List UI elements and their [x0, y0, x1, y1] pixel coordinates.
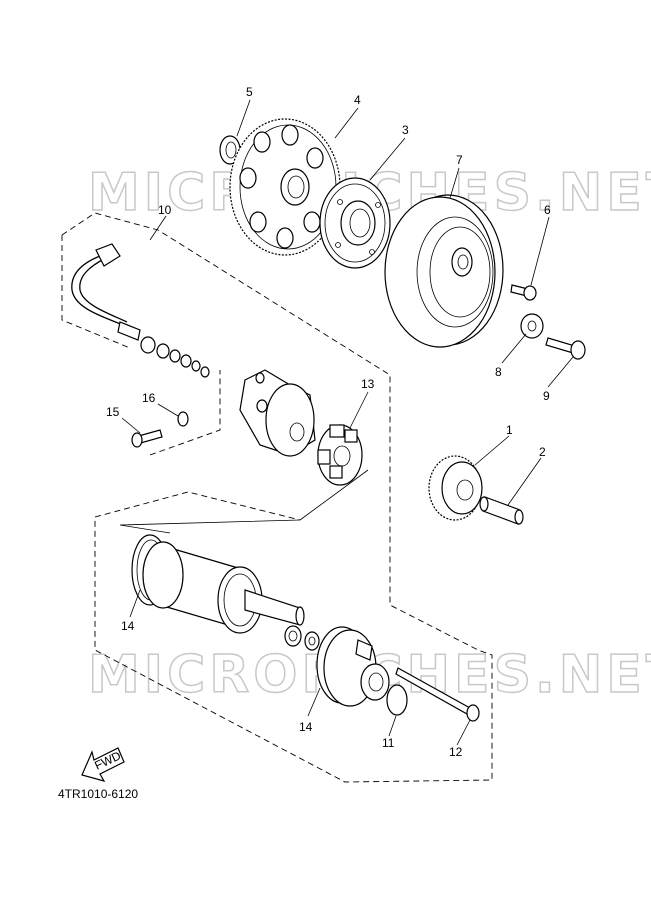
part-number-7: 7 [456, 153, 463, 167]
washer-part-16 [177, 411, 189, 427]
outline-left [61, 235, 131, 349]
starter-wheel-gear-part-4 [229, 118, 341, 256]
part-number-14-left: 14 [121, 619, 135, 633]
outline-mid [149, 370, 221, 456]
shaft-washers [284, 625, 320, 651]
shaft-part-2 [479, 496, 524, 525]
long-bolt-part-12 [395, 667, 480, 722]
starter-clutch-part-3 [319, 177, 391, 269]
idle-gear-part-1 [428, 455, 483, 521]
part-number-16: 16 [142, 391, 156, 405]
lead-wire-assembly-outline [61, 212, 493, 783]
part-number-13: 13 [361, 377, 375, 391]
catalog-code: 4TR1010-6120 [58, 787, 139, 801]
part-number-10: 10 [158, 203, 172, 217]
part-number-8: 8 [495, 365, 502, 379]
bolt-part-9 [545, 337, 586, 360]
part-number-9: 9 [543, 389, 550, 403]
rotor-assembly-part-7 [384, 194, 504, 348]
bolt-part-6 [510, 284, 537, 301]
part-number-11: 11 [382, 736, 395, 750]
part-number-15: 15 [106, 405, 120, 419]
part-number-5: 5 [246, 85, 253, 99]
fwd-arrow-icon: FWD [81, 747, 125, 782]
bolt-part-15 [131, 429, 163, 448]
starter-end-cover [239, 369, 316, 457]
part-number-3: 3 [402, 123, 409, 137]
starter-yoke-armature [142, 541, 305, 634]
part-number-14-right: 14 [299, 720, 313, 734]
brush-guide-line [299, 469, 369, 521]
brush-plate-guide [119, 519, 301, 534]
rear-housing-part-14-right [316, 626, 390, 707]
part-number-12: 12 [449, 745, 463, 759]
part-number-1: 1 [506, 423, 513, 437]
part-number-2: 2 [539, 445, 546, 459]
part-number-4: 4 [354, 93, 361, 107]
washer-part-8 [520, 313, 544, 339]
washer-part-5 [219, 135, 241, 165]
part-number-6: 6 [544, 203, 551, 217]
lead-wire-part-10 [71, 243, 210, 378]
brush-holder-part-13 [317, 424, 363, 486]
leader-lines [121, 99, 574, 746]
o-ring-part-11 [386, 684, 408, 716]
